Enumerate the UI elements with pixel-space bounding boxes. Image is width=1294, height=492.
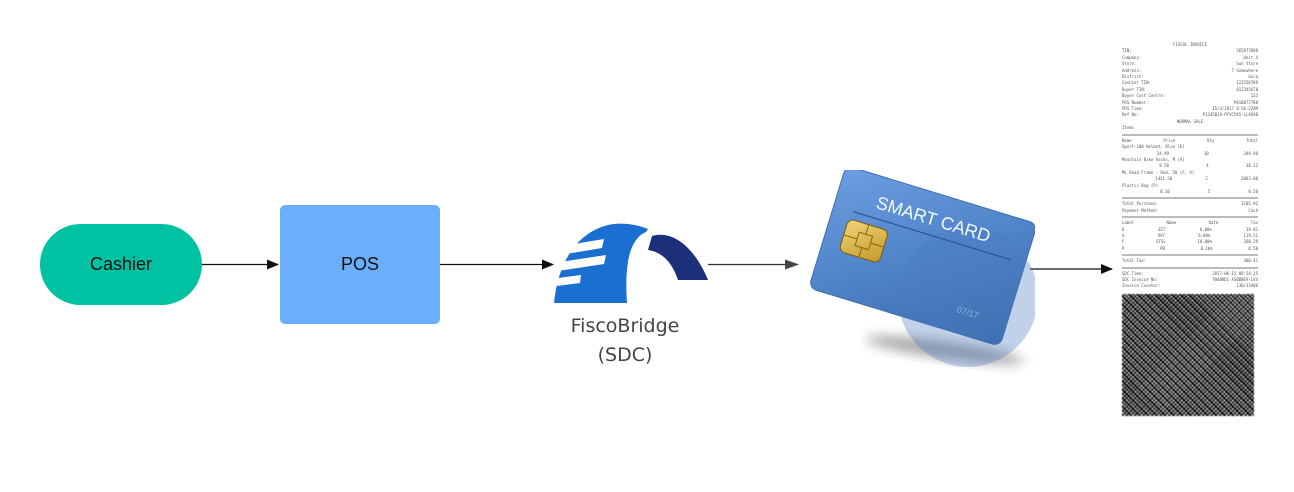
fiscobridge-logo-icon — [554, 223, 708, 303]
node-cashier-label: Cashier — [89, 254, 153, 274]
fiscobridge-subtitle: (SDC) — [597, 344, 653, 366]
receipt-header-row: Address:7 Somewhere — [1122, 67, 1258, 73]
receipt-header-row: Buyer TIN:012345678 — [1122, 86, 1258, 92]
receipt-separator — [1122, 254, 1258, 257]
receipt-item-name: ML Road Frame - Red, 58 (F, A) — [1122, 169, 1195, 175]
receipt-item-name: Plastic Bag (P) — [1122, 182, 1159, 188]
receipt-footer-row: SDC Time:2017-06-15 08:54:25 — [1122, 270, 1258, 276]
node-fiscobridge-label: FiscoBridge (SDC) — [550, 312, 700, 370]
receipt-header-row: Buyer Cost Centre:123 — [1122, 93, 1258, 99]
node-cashier: Cashier — [40, 224, 202, 305]
receipt-footer-row: SDC Invoice No:7W4BKD1-XSBDBE9-LV4 — [1122, 277, 1258, 282]
receipt-header-row: Ref No:P1245BJ8-PFVC5A5-LLXXAB — [1122, 112, 1258, 118]
receipt-items-label: Items — [1122, 125, 1135, 131]
receipt-separator — [1122, 197, 1258, 200]
receipt-separator — [1122, 216, 1258, 219]
fiscobridge-name: FiscoBridge — [570, 315, 680, 337]
receipt-footer-row: Invoice Counter:138/13406 — [1122, 283, 1258, 289]
receipt-header-row: POS Number:P018877788 — [1122, 99, 1258, 105]
receipt-section-normal: NORMAL SALE — [1176, 118, 1204, 124]
receipt-header-row: Store:Sun Store — [1122, 61, 1258, 67]
receipt-separator — [1122, 266, 1258, 269]
smart-card-image: SMART CARD 07/17 — [810, 170, 1035, 367]
node-pos: POS — [280, 205, 440, 324]
receipt-header-row: Company:Unit 4 — [1122, 54, 1258, 60]
receipt-item-name: Mountain Bike Socks, M (A) — [1122, 156, 1185, 162]
receipt-header-row: Cashier TIN:122556789 — [1122, 80, 1258, 86]
receipt-title: FISCAL INVOICE — [1173, 42, 1207, 47]
receipt-qr-code — [1122, 293, 1254, 416]
node-pos-label: POS — [340, 254, 379, 274]
receipt-header-row: TIN:565877888 — [1122, 48, 1258, 54]
receipt-header-row: District:Gura — [1122, 74, 1258, 80]
receipt-item-name: Sport-100 Helmet, Blue (E) — [1122, 144, 1185, 150]
receipt-separator — [1122, 133, 1258, 136]
receipt-header-row: POS Time:15/3/2017 8:56:22AM — [1122, 106, 1258, 112]
